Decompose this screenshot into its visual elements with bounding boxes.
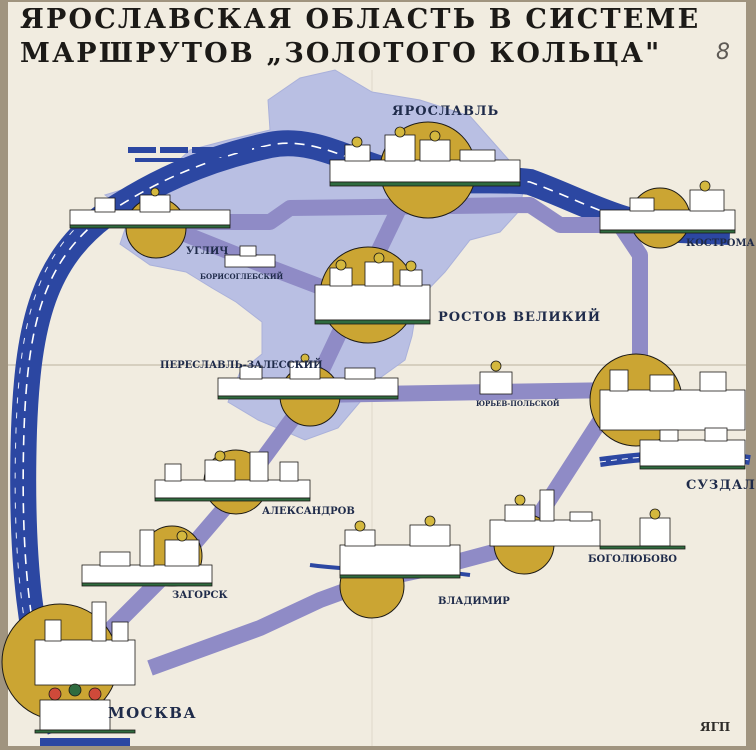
volga-river [10,130,751,746]
city-label-pereslavl: ПЕРЕСЛАВЛЬ-ЗАЛЕССКИЙ [160,360,323,371]
monuments-zagorsk [81,529,213,587]
city-label-zagorsk: ЗАГОРСК [172,590,228,601]
monuments-yuryev [479,360,513,395]
monuments-moskva [34,601,136,734]
monuments-pereslavl [217,353,399,400]
city-label-moskva: МОСКВА [108,704,198,722]
monuments-borisoglebsky [224,245,276,268]
pencil-note: 8 [716,40,730,65]
monuments-yaroslavl [329,126,521,187]
city-label-borisoglebsky: БОРИСОГЛЕБСКИЙ [200,272,284,281]
city-label-bogolyubovo: БОГОЛЮБОВО [588,554,678,565]
city-label-aleksandrov: АЛЕКСАНДРОВ [262,506,355,517]
monuments-uglich [69,187,231,229]
monuments-suzdal [599,369,746,470]
monuments-aleksandrov [154,450,311,502]
city-label-rostov: РОСТОВ ВЕЛИКИЙ [438,310,602,325]
city-label-yuryev: ЮРЬЕВ-ПОЛЬСКОЙ [476,399,560,408]
monuments-kostroma [599,180,736,234]
maker-mark: ЯГП [700,720,731,734]
title-line-1: ЯРОСЛАВСКАЯ ОБЛАСТЬ В СИСТЕМЕ [20,4,701,35]
monuments-rostov [314,252,431,325]
city-label-yaroslavl: ЯРОСЛАВЛЬ [392,104,500,119]
city-label-kostroma: КОСТРОМА [686,238,755,249]
monument-sketches [34,126,746,734]
title-line-2: МАРШРУТОВ „ЗОЛОТОГО КОЛЬЦА" [20,38,662,69]
city-label-suzdal: СУЗДАЛЬ [686,478,756,493]
monuments-vladimir [339,515,461,579]
monuments-bogolyubovo [489,489,686,550]
city-label-vladimir: ВЛАДИМИР [438,596,510,607]
city-label-uglich: УГЛИЧ [186,246,229,257]
